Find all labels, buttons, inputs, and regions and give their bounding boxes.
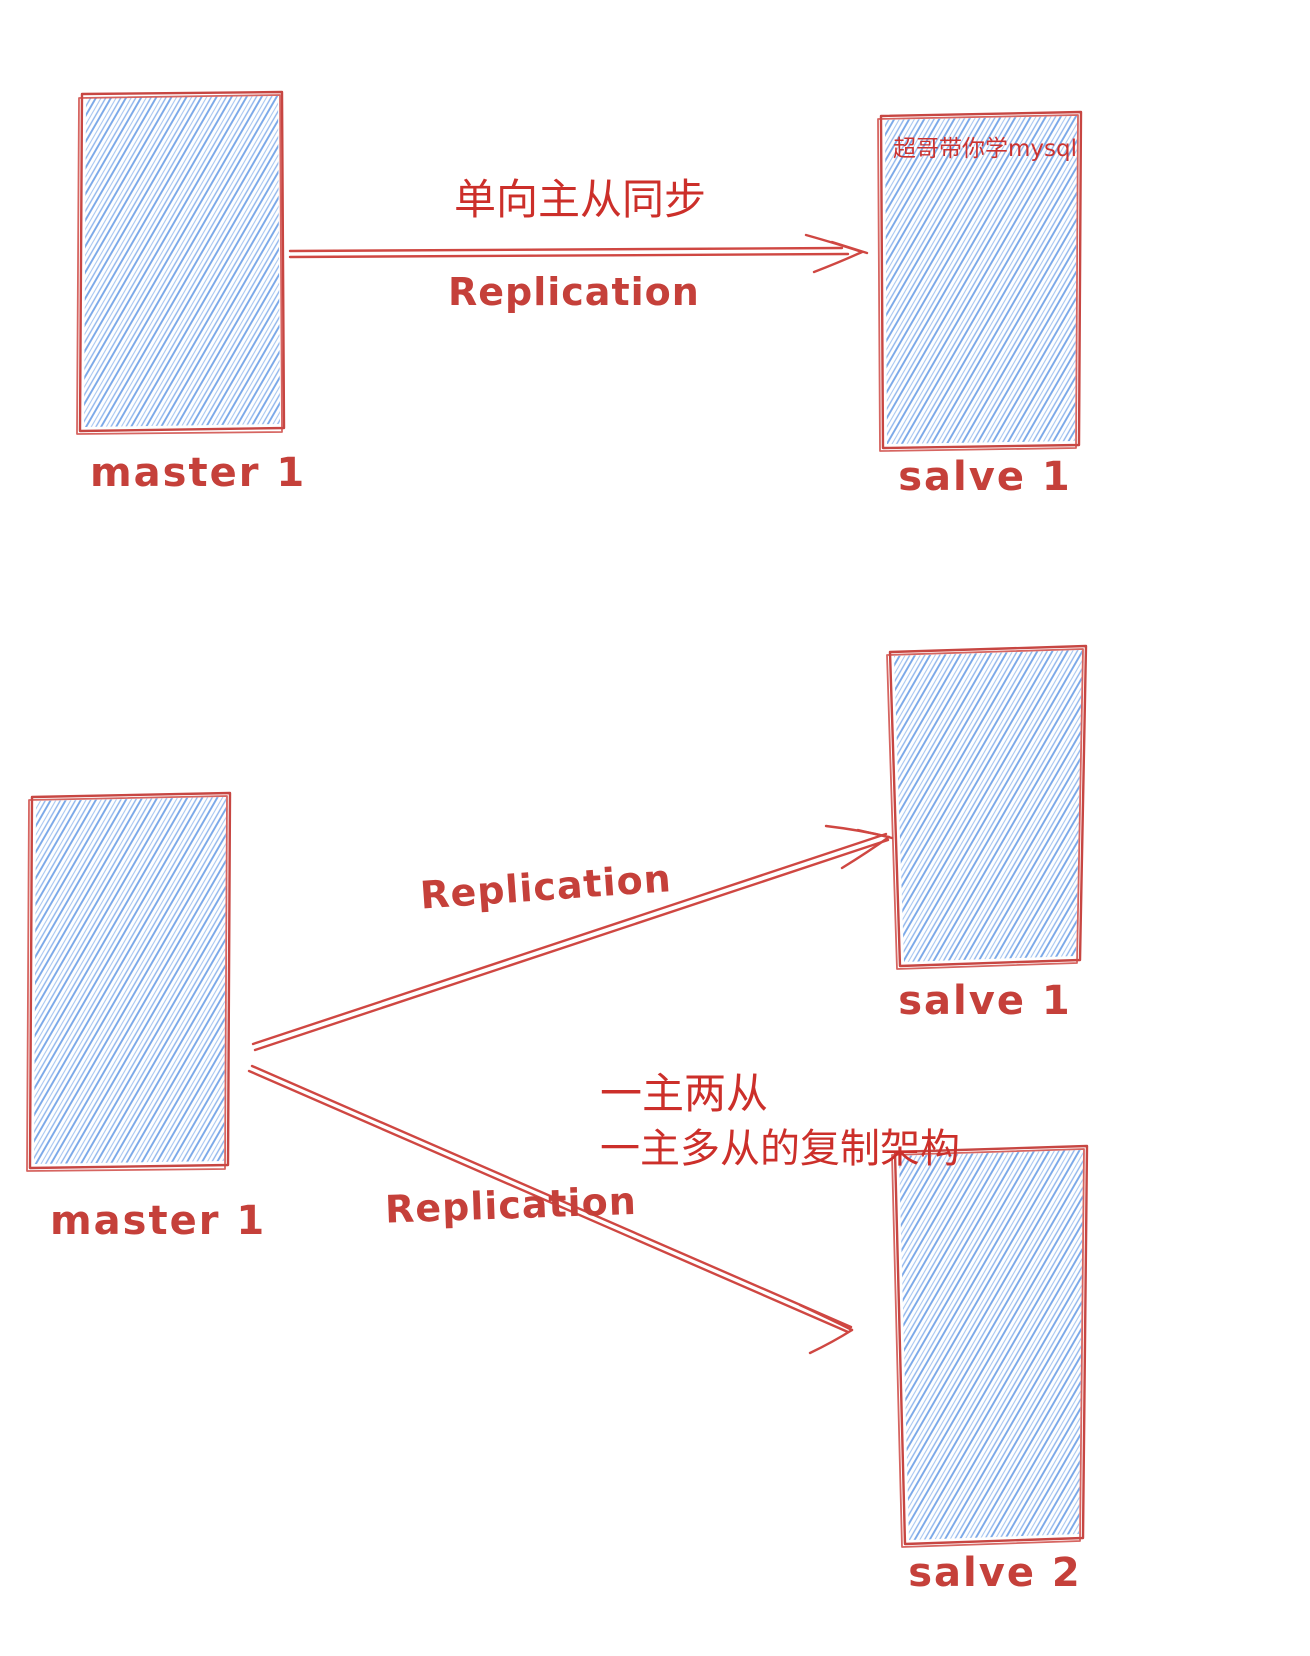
bottom-slave2-box [891,1144,1089,1548]
bottom-replication-label-2: Replication [384,1178,638,1232]
bottom-slave1-label: salve 1 [898,978,1072,1024]
top-replication-arrow [288,233,869,274]
caption-one-master-two-slaves: 一主两从 [600,1069,769,1118]
bottom-replication-arrow-1 [251,824,894,1052]
top-master-label: master 1 [90,450,307,496]
bottom-master-label: master 1 [50,1198,267,1244]
top-replication-label: Replication [448,270,700,314]
sync-direction-title: 单向主从同步 [453,175,706,224]
bottom-replication-arrow-2 [247,1064,854,1355]
bottom-slave1-box [886,644,1088,970]
top-master-box [76,90,286,435]
top-slave-box [877,110,1083,452]
bottom-slave2-label: salve 2 [908,1550,1082,1596]
watermark-text: 超哥带你学mysql [893,136,1077,162]
caption-replication-architecture: 一主多从的复制架构 [600,1126,960,1172]
bottom-master-box [26,791,232,1172]
top-slave-label: salve 1 [898,454,1072,500]
